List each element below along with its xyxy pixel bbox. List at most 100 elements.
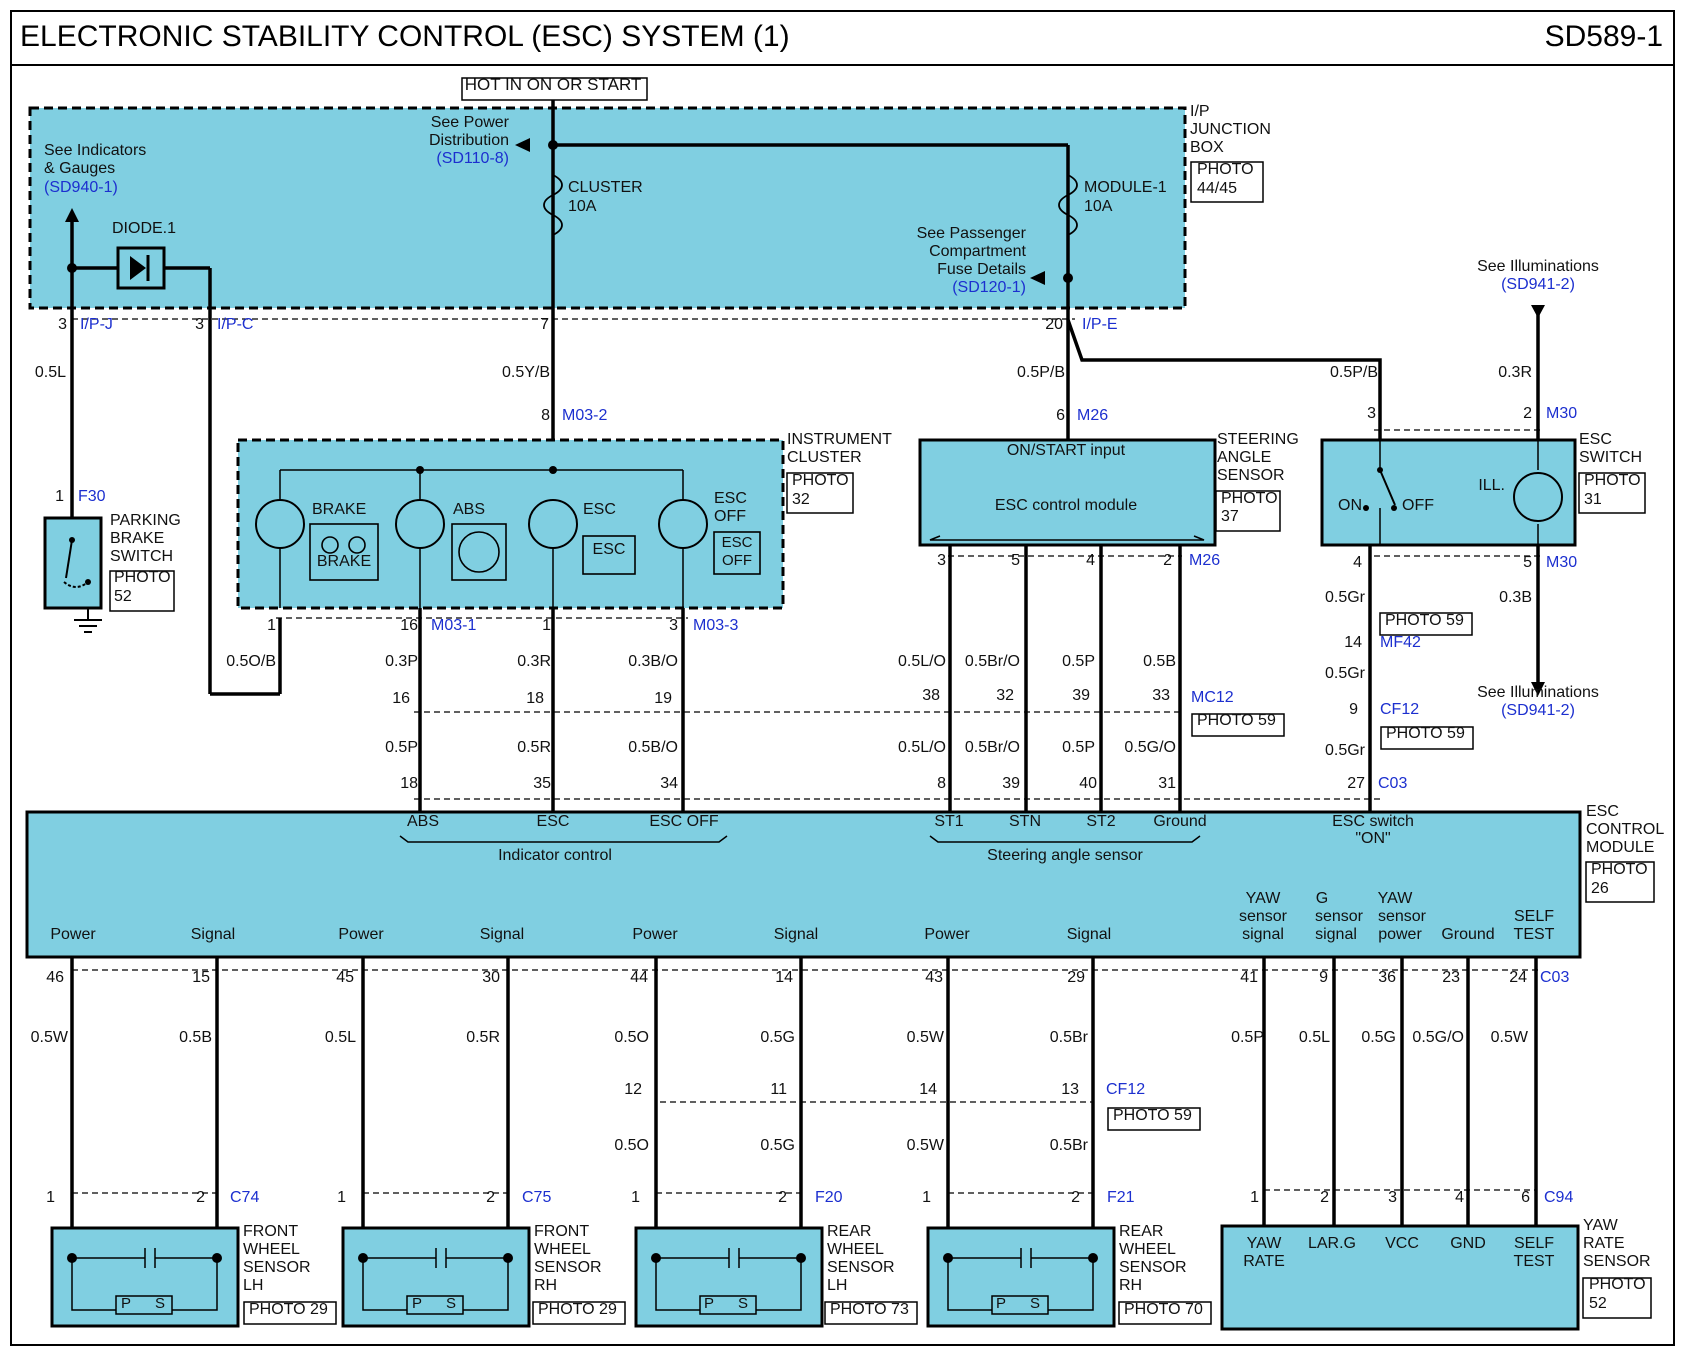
diagram-label: See Illuminations — [1477, 258, 1599, 275]
diagram-label: 16 — [400, 617, 418, 634]
diagram-label: 0.5O/B — [226, 653, 276, 670]
diagram-label: 10A — [1084, 198, 1113, 215]
diagram-label: sensor — [1239, 908, 1288, 925]
diagram-label: 0.3R — [1498, 364, 1532, 381]
diagram-label: ON/START input — [1007, 442, 1126, 459]
diagram-label: 12 — [624, 1081, 642, 1098]
diagram-label: 39 — [1072, 687, 1090, 704]
diagram-label: 3 — [195, 316, 204, 333]
diagram-label: I/P-J — [80, 316, 113, 333]
diagram-label: C03 — [1540, 969, 1569, 986]
diagram-label: 0.5Br/O — [965, 653, 1020, 670]
photo-cf12b-box — [1107, 1107, 1201, 1131]
diagram-label: 10A — [568, 198, 597, 215]
diagram-label: 0.5G — [760, 1029, 795, 1046]
diagram-label: PARKING — [110, 512, 181, 529]
diagram-label: WHEEL — [243, 1241, 300, 1258]
diagram-label: 1 — [46, 1189, 55, 1206]
diagram-label: P — [121, 1295, 131, 1312]
diagram-label: sensor — [1378, 908, 1427, 925]
diagram-label: PHOTO — [792, 472, 849, 489]
diagram-label: SENSOR — [1119, 1259, 1187, 1276]
diagram-label: Signal — [191, 926, 235, 943]
diagram-label: LH — [827, 1277, 847, 1294]
diagram-label: Compartment — [929, 243, 1026, 260]
diagram-label: 0.5B — [179, 1029, 212, 1046]
diagram-label: 0.5W — [31, 1029, 69, 1046]
diagram-label: 40 — [1079, 775, 1097, 792]
photo-sas-box — [1215, 490, 1281, 532]
diagram-label: 0.5G/O — [1412, 1029, 1464, 1046]
title-bar — [10, 10, 1675, 66]
diagram-label: ESC — [1586, 803, 1619, 820]
diagram-label: 0.3B — [1499, 589, 1532, 606]
diagram-label: SWITCH — [110, 548, 173, 565]
diagram-label: 16 — [392, 690, 410, 707]
photo-mf42-box — [1379, 612, 1473, 636]
photo-ecm-box — [1585, 861, 1655, 903]
diagram-label: M26 — [1077, 407, 1108, 424]
diagram-label: 0.5L/O — [898, 653, 946, 670]
photo-rwr-box — [1118, 1301, 1212, 1325]
diagram-label: M03-1 — [431, 617, 476, 634]
diagram-label: 3 — [937, 552, 946, 569]
diagram-label: SELF — [1514, 1235, 1554, 1252]
diagram-label: 0.5L — [35, 364, 66, 381]
diagram-label: TEST — [1514, 1253, 1555, 1270]
diagram-label: ESC — [583, 501, 616, 518]
diagram-label: 0.5W — [907, 1029, 945, 1046]
diagram-label: 0.5W — [1491, 1029, 1529, 1046]
diagram-label: Signal — [480, 926, 524, 943]
diagram-label: YAW — [1378, 890, 1414, 907]
diagram-label: PHOTO — [1589, 1276, 1646, 1293]
diagram-label: YAW — [1583, 1217, 1619, 1234]
diagram-label: BOX — [1190, 139, 1224, 156]
diagram-label: 3 — [669, 617, 678, 634]
diagram-label: S — [1030, 1295, 1040, 1312]
diagram-label: 37 — [1221, 508, 1239, 525]
diagram-label: (SD940-1) — [44, 179, 118, 196]
diagram-label: 7 — [540, 316, 549, 333]
front-wheel-sensor-rh — [341, 1226, 531, 1328]
diagram-label: OFF — [714, 508, 746, 525]
diagram-label: 0.5Gr — [1325, 665, 1366, 682]
diagram-label: 0.5Br — [1050, 1029, 1089, 1046]
diagram-label: 2 — [1071, 1189, 1080, 1206]
diagram-label: ESC — [1579, 431, 1612, 448]
diagram-label: S — [446, 1295, 456, 1312]
diagram-label: 1 — [631, 1189, 640, 1206]
diagram-label: 0.5P — [1062, 739, 1095, 756]
diagram-label: OFF — [1402, 497, 1434, 514]
diagram-label: PHOTO 73 — [830, 1301, 909, 1318]
diagram-label: TEST — [1514, 926, 1555, 943]
diagram-label: ESC control module — [995, 497, 1137, 514]
diagram-label: SENSOR — [243, 1259, 311, 1276]
diagram-label: VCC — [1385, 1235, 1419, 1252]
diagram-label: 0.5O — [614, 1137, 649, 1154]
diagram-label: 27 — [1347, 775, 1365, 792]
diagram-label: OFF — [722, 552, 752, 569]
diagram-label: PHOTO — [1197, 161, 1254, 178]
diagram-label: MC12 — [1191, 689, 1234, 706]
diagram-label: REAR — [827, 1223, 871, 1240]
diagram-label: 0.3R — [517, 653, 551, 670]
diagram-label: WHEEL — [534, 1241, 591, 1258]
diagram-label: 9 — [1319, 969, 1328, 986]
diagram-label: 0.5P — [385, 739, 418, 756]
diagram-label: ST2 — [1086, 813, 1115, 830]
diagram-label: 9 — [1349, 701, 1358, 718]
diagram-label: 14 — [775, 969, 793, 986]
diagram-label: 0.5R — [517, 739, 551, 756]
diagram-label: (SD941-2) — [1501, 702, 1575, 719]
yaw-rate-sensor — [1220, 1224, 1580, 1331]
diagram-label: F30 — [78, 488, 106, 505]
diagram-label: signal — [1242, 926, 1284, 943]
diagram-label: PHOTO 59 — [1197, 712, 1276, 729]
diagram-label: & Gauges — [44, 160, 115, 177]
diagram-label: M03-2 — [562, 407, 607, 424]
diagram-label: See Power — [431, 114, 510, 131]
diagram-label: 0.5P/B — [1017, 364, 1065, 381]
diagram-label: STN — [1009, 813, 1041, 830]
diagram-label: 33 — [1152, 687, 1170, 704]
diagram-label: Ground — [1153, 813, 1206, 830]
